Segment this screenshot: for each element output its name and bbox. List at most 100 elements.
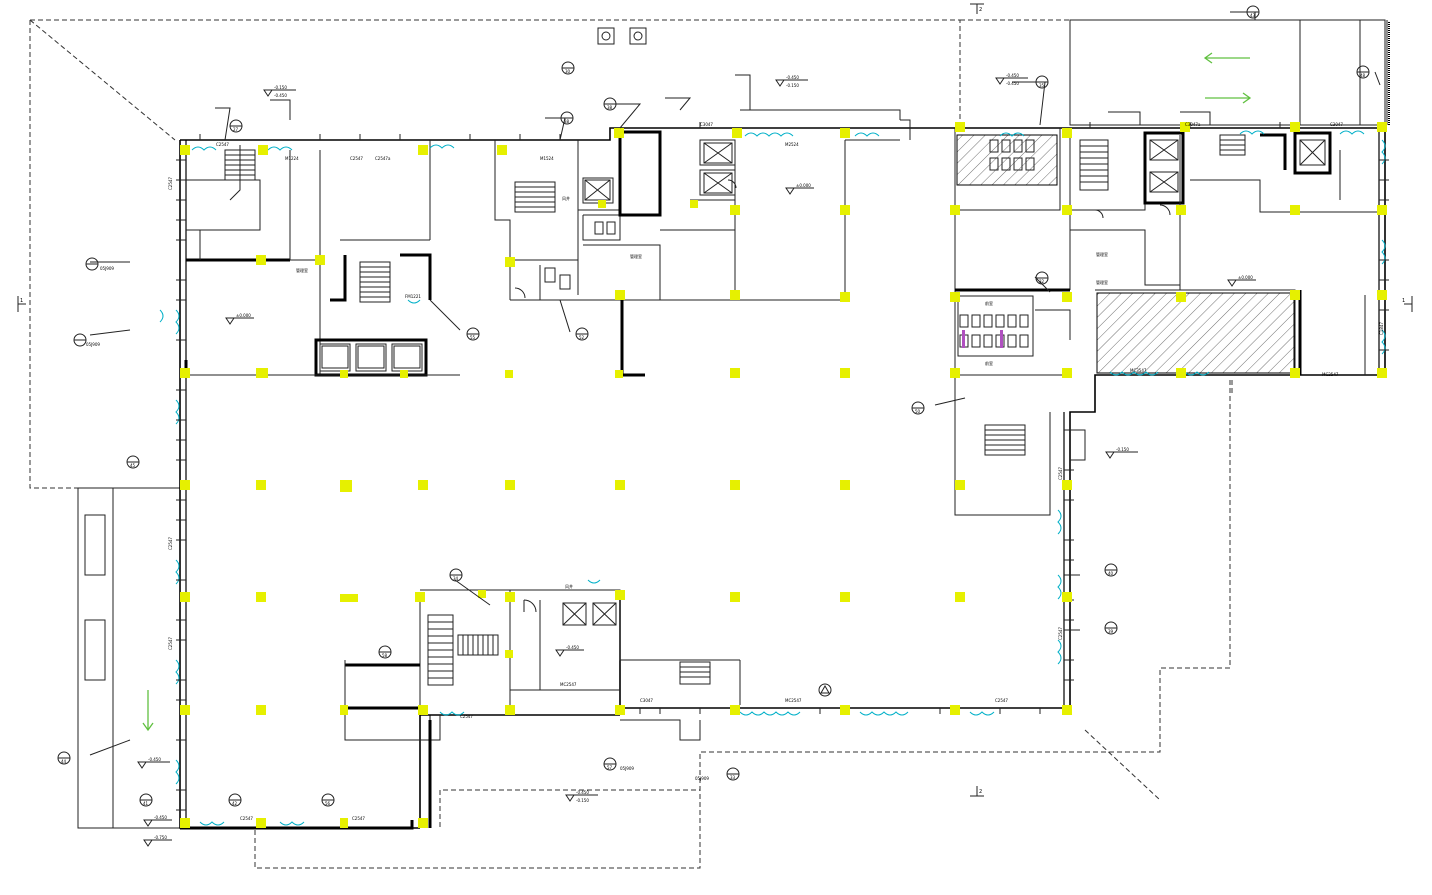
section-code: 05J909	[620, 766, 634, 771]
window-code: C2547	[240, 816, 253, 821]
room-label: 管理室	[1096, 251, 1108, 257]
detail-tag: 35	[1035, 75, 1049, 89]
room-label: 前室	[985, 300, 993, 306]
svg-text:58: 58	[382, 653, 388, 658]
axis-mark-bottom: 2	[970, 786, 984, 797]
elevation-label: -0.450	[1006, 81, 1019, 86]
window-codes: C2547 C2547a C2547 C3047 C3047a C2547 C2…	[168, 122, 1384, 821]
detail-tag: 57	[603, 757, 617, 771]
elevation-label: ±0.000	[1238, 275, 1253, 280]
svg-text:44: 44	[61, 759, 67, 764]
detail-tag: 55	[466, 327, 480, 341]
detail-tag: 34	[449, 568, 463, 582]
ramp-bottom-left	[77, 487, 180, 829]
svg-text:34: 34	[453, 576, 459, 581]
axis-mark-top: 2	[970, 3, 984, 14]
room-label: 管理室	[1096, 279, 1108, 285]
window-code: C2547	[1058, 467, 1063, 480]
svg-text:42: 42	[232, 801, 238, 806]
elevation-label: -0.450	[274, 93, 287, 98]
detail-tag: 48	[1356, 65, 1370, 79]
section-code: 05J909	[86, 342, 100, 347]
door-code: M1524	[540, 156, 554, 161]
room-label: 前室	[985, 360, 993, 366]
detail-tag: 42	[228, 793, 242, 807]
elevator-shafts	[321, 139, 1326, 626]
svg-text:56: 56	[325, 801, 331, 806]
axis-label-left: 1	[20, 298, 23, 304]
elevation-label: -0.450	[154, 815, 167, 820]
axis-mark-right: 1	[1402, 296, 1413, 312]
svg-text:40: 40	[1108, 571, 1114, 576]
room-label: 管理室	[630, 253, 642, 259]
hatched-zones	[544, 134, 1295, 374]
svg-text:30: 30	[565, 69, 571, 74]
elevation-label: -0.150	[274, 85, 287, 90]
door-swings	[514, 179, 1171, 613]
svg-text:39: 39	[1108, 629, 1114, 634]
elevation-marks: -0.150 -0.450 -0.450 -0.150 -0.450 -0.45…	[137, 73, 1256, 847]
svg-text:43: 43	[1250, 13, 1256, 18]
elevation-label: -0.750	[154, 835, 167, 840]
axis-markers: 1 1 2 2	[17, 3, 1413, 797]
window-code: C1847	[1379, 322, 1384, 335]
window-code: C2547	[460, 714, 473, 719]
svg-text:35: 35	[1039, 83, 1045, 88]
window-code: C2547	[350, 156, 363, 161]
window-code: C3047a	[1185, 122, 1201, 127]
detail-tag: 38	[560, 111, 574, 125]
window-code: C2547	[168, 537, 173, 550]
room-labels: 管理室 管理室 管理室 管理室 风井 风井 前室 前室	[296, 195, 1108, 589]
elevation-label: -0.450	[566, 645, 579, 650]
room-label: 风井	[562, 195, 570, 201]
svg-text:50: 50	[915, 409, 921, 414]
windows	[159, 130, 1386, 826]
detail-symbols-top	[597, 27, 647, 45]
door-code: M2524	[785, 142, 799, 147]
detail-tag: 39	[1104, 621, 1118, 635]
elevation-label: -0.150	[1116, 447, 1129, 452]
structural-columns	[180, 122, 1387, 828]
detail-tag	[73, 333, 87, 347]
elevation-label: -0.450	[148, 757, 161, 762]
detail-tag: 50	[911, 401, 925, 415]
detail-tag	[818, 683, 832, 697]
detail-tags: 27 38 38 30 50 40 39 43 48 32 35 45 44 5…	[57, 5, 1370, 807]
axis-label-right: 1	[1402, 298, 1405, 304]
detail-tag: 41	[139, 793, 153, 807]
svg-text:41: 41	[143, 801, 149, 806]
svg-text:52: 52	[579, 335, 585, 340]
detail-tag: 52	[575, 327, 589, 341]
svg-text:45: 45	[130, 463, 136, 468]
svg-text:57: 57	[607, 765, 613, 770]
detail-tag	[85, 257, 99, 271]
window-code: C2547	[216, 142, 229, 147]
elevation-label: ±0.000	[796, 183, 811, 188]
section-code: 05J909	[100, 266, 114, 271]
svg-text:38: 38	[607, 105, 613, 110]
detail-tag: 56	[321, 793, 335, 807]
detail-tag: 27	[229, 119, 243, 133]
window-code: C2547	[1058, 627, 1063, 640]
detail-tag: 33	[726, 767, 740, 781]
elevation-label: -0.450	[786, 75, 799, 80]
door-code: MC3547	[1130, 368, 1147, 373]
window-code: C2547	[168, 177, 173, 190]
elevation-label: ±0.000	[236, 313, 251, 318]
room-label: 管理室	[296, 267, 308, 273]
elevation-label: -0.150	[576, 798, 589, 803]
axis-label-bottom: 2	[979, 789, 982, 795]
detail-tag: 30	[561, 61, 575, 75]
window-code: C3047	[1330, 122, 1343, 127]
window-code: C3047	[640, 698, 653, 703]
window-code: C2547a	[375, 156, 391, 161]
detail-tag: 58	[378, 645, 392, 659]
svg-text:48: 48	[1360, 73, 1366, 78]
door-code: MC2547	[1322, 372, 1339, 377]
door-code: MC2547	[785, 698, 802, 703]
door-code: MC2547	[560, 682, 577, 687]
svg-text:55: 55	[470, 335, 476, 340]
section-code: 05J909	[695, 776, 709, 781]
room-label: 风井	[565, 583, 573, 589]
